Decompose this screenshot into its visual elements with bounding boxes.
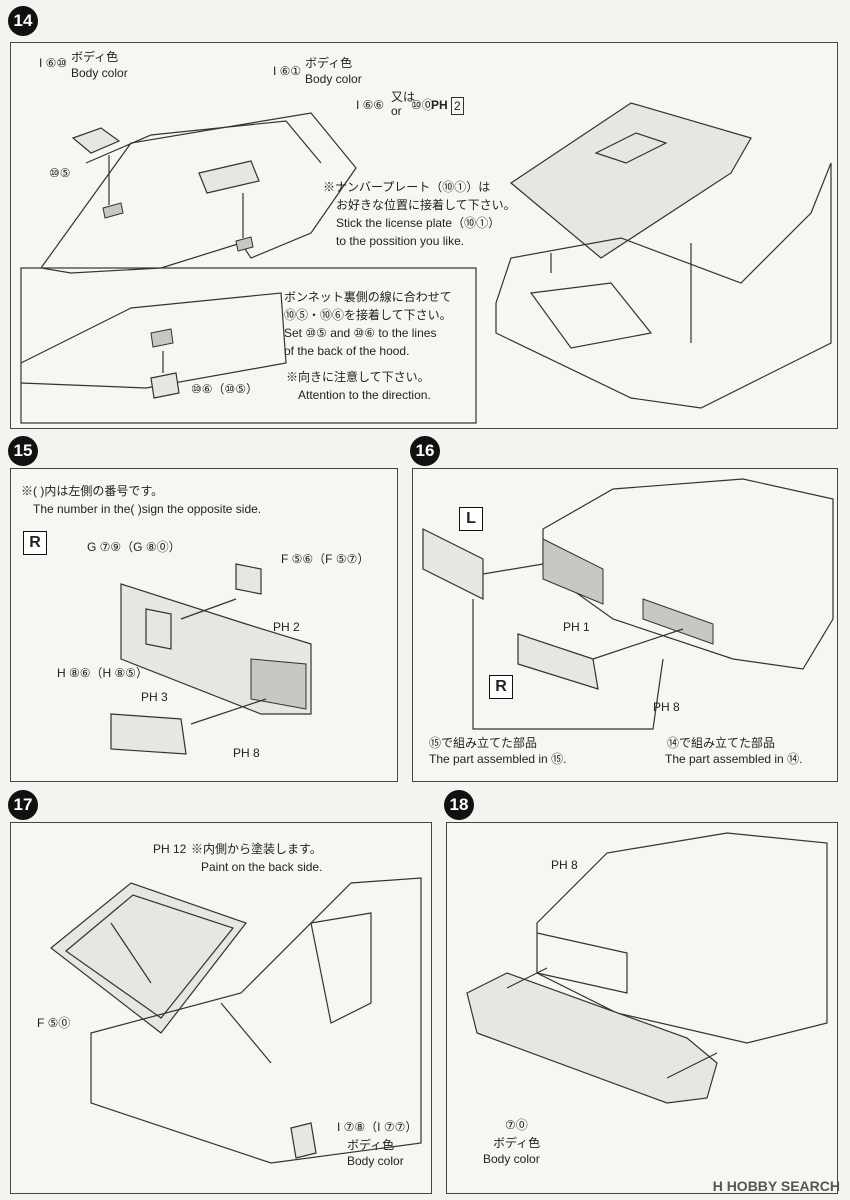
watermark: H HOBBY SEARCH	[712, 1178, 840, 1194]
inset-note-jp1: ボンネット裏側の線に合わせて	[284, 290, 452, 304]
body-color-jp: ボディ色	[347, 1138, 395, 1152]
label-105: ⑩⑤	[49, 166, 71, 180]
label-i60: I ⑥⑩	[39, 56, 68, 70]
inset-note-jp2: ⑩⑤・⑩⑥を接着して下さい。	[284, 308, 452, 322]
step-14-panel: I ⑥⑩ ボディ色 Body color I ⑥① ボディ色 Body colo…	[10, 42, 838, 429]
body-color-en-1: Body color	[71, 66, 128, 80]
body-color-jp-1: ボディ色	[71, 50, 119, 64]
side-r-box: R	[489, 675, 513, 699]
body-color-en: Body color	[347, 1154, 404, 1168]
side-r-part	[517, 633, 599, 690]
label-106: ⑩⑥（⑩⑤）	[191, 382, 259, 396]
part-61	[198, 160, 260, 194]
bumper-70	[466, 972, 718, 1104]
label-i61: I ⑥①	[273, 64, 302, 78]
direction-jp: ※向きに注意して下さい。	[286, 370, 430, 384]
label-ph3: PH 3	[141, 690, 168, 704]
label-i78: I ⑦⑧（I ⑦⑦）	[337, 1120, 418, 1134]
plate-note-en1: Stick the license plate（⑩①）	[336, 216, 501, 230]
step-17-drawing	[50, 877, 422, 1164]
label-ph2: PH 2	[273, 620, 300, 634]
step-18-number: 18	[444, 790, 474, 820]
plate-note-jp2: お好きな位置に接着して下さい。	[336, 198, 516, 212]
hood-assembled	[509, 102, 752, 259]
paint-en: Paint on the back side.	[201, 860, 323, 874]
part-106	[150, 372, 180, 399]
step-17-panel: PH 12 ※内側から塗装します。 Paint on the back side…	[10, 822, 432, 1194]
step-15-panel: ※( )内は左側の番号です。 The number in the( )sign …	[10, 468, 398, 782]
body-color-en: Body color	[483, 1152, 540, 1166]
step-14-number: 14	[8, 6, 38, 36]
or-jp: 又は	[391, 90, 416, 104]
label-h: H ⑧⑥（H ⑧⑤）	[57, 666, 149, 680]
plate-note-jp1: ※ナンバープレート（⑩①）は	[323, 180, 491, 194]
inset-note-en1: Set ⑩⑤ and ⑩⑥ to the lines	[284, 326, 437, 340]
label-ph1: PH 1	[563, 620, 590, 634]
note-en: The number in the( )sign the opposite si…	[33, 502, 262, 516]
inset-note-en2: of the back of the hood.	[284, 344, 410, 358]
label-70: ⑦⓪	[505, 1118, 528, 1132]
ph-num: 2	[451, 97, 464, 115]
body-color-en-2: Body color	[305, 72, 362, 86]
or-en: or	[391, 104, 402, 118]
step-16-drawing	[422, 478, 834, 730]
label-100: ⑩⓪	[411, 98, 434, 112]
direction-en: Attention to the direction.	[298, 388, 431, 402]
assembled15-en: The part assembled in ⑮.	[429, 752, 567, 766]
body-color-jp: ボディ色	[493, 1136, 541, 1150]
body-color-jp-2: ボディ色	[305, 56, 353, 70]
part-i78	[290, 1122, 317, 1159]
paint-jp: ※内側から塗装します。	[191, 842, 322, 856]
part-60	[71, 127, 121, 154]
assembled14-jp: ⑭で組み立てた部品	[667, 736, 776, 750]
step-18-panel: PH 8 ⑦⓪ ボディ色 Body color	[446, 822, 838, 1194]
part-h86	[110, 713, 187, 755]
step-18-drawing	[466, 832, 828, 1104]
step-15-drawing	[110, 563, 312, 755]
ph-code: PH	[431, 98, 448, 112]
assembled14-en: The part assembled in ⑭.	[665, 752, 803, 766]
label-f50: F ⑤⓪	[37, 1016, 71, 1030]
note-jp: ※( )内は左側の番号です。	[21, 484, 164, 498]
label-ph8: PH 8	[551, 858, 578, 872]
assembled15-jp: ⑮で組み立てた部品	[429, 736, 538, 750]
label-ph12: PH 12	[153, 842, 187, 856]
side-r-box: R	[23, 531, 47, 555]
side-l-part	[422, 528, 484, 600]
label-g: G ⑦⑨（G ⑧⓪）	[87, 540, 181, 554]
label-ph8: PH 8	[233, 746, 260, 760]
part-f56	[235, 563, 262, 595]
label-i66: I ⑥⑥	[356, 98, 385, 112]
side-l-box: L	[459, 507, 483, 531]
label-f: F ⑤⑥（F ⑤⑦）	[281, 552, 370, 566]
step-16-panel: L R PH 1 PH 8 ⑮で組み立てた部品 The part assembl…	[412, 468, 838, 782]
step-17-number: 17	[8, 790, 38, 820]
step-15-number: 15	[8, 436, 38, 466]
step-14-drawing	[20, 102, 832, 424]
windshield-f50	[50, 882, 247, 1034]
label-ph8: PH 8	[653, 700, 680, 714]
plate-note-en2: to the possition you like.	[336, 234, 465, 248]
step-16-number: 16	[410, 436, 440, 466]
